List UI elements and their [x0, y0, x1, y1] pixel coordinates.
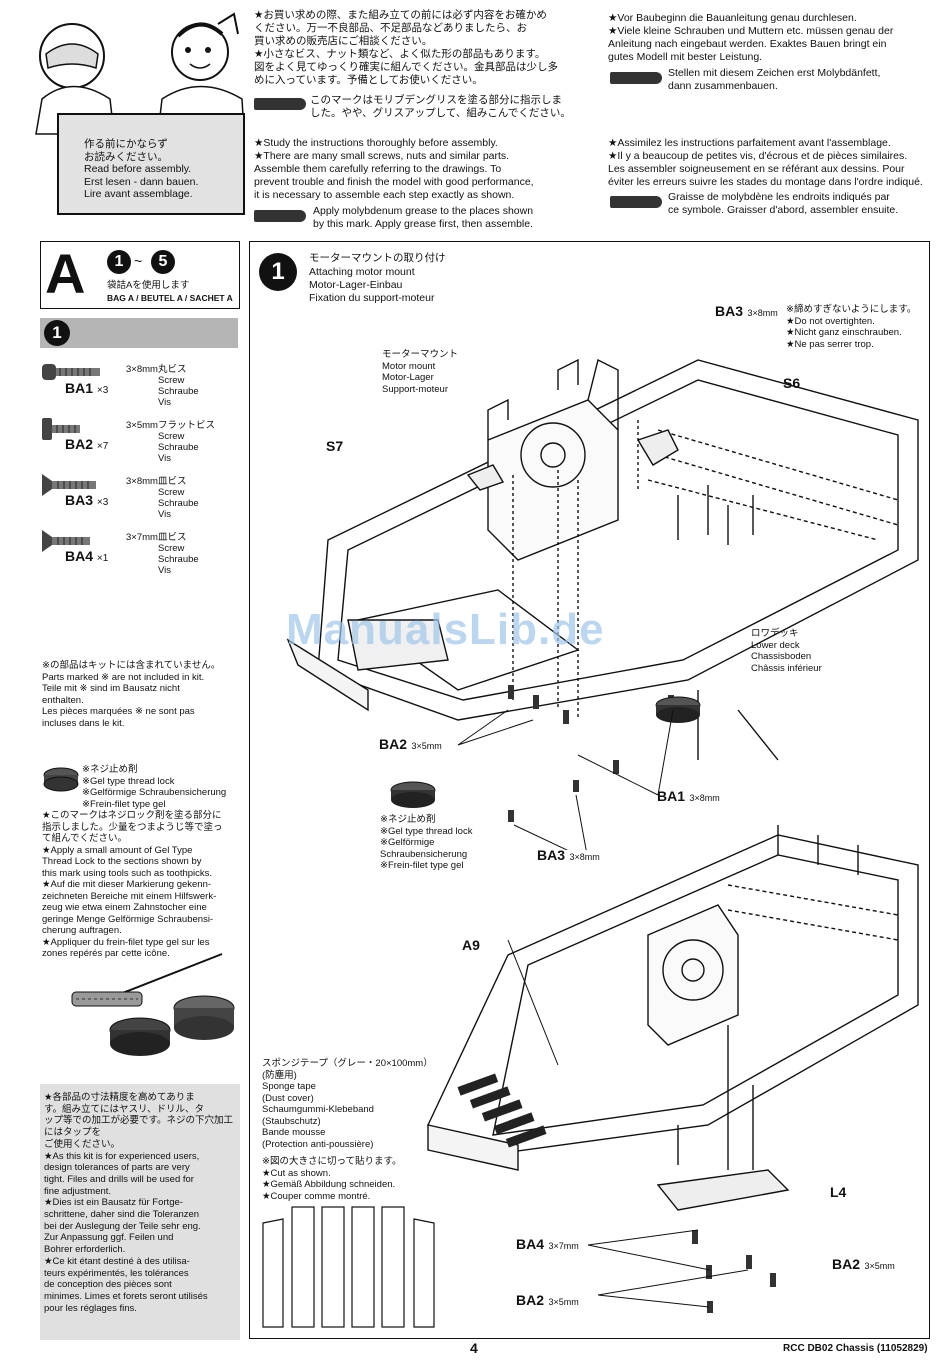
step-header-bar: 1 [40, 318, 238, 348]
screw-code: BA1 [65, 380, 94, 396]
doc-id: RCC DB02 Chassis (11052829) [783, 1343, 928, 1354]
label-ba3-bottom: BA3 3×8mm [537, 847, 600, 863]
label-a9: A9 [462, 937, 480, 953]
screw-jp: 3×5mmフラットビス [126, 420, 215, 431]
label-l4: L4 [830, 1184, 847, 1200]
no-overtighten-note: ※締めすぎないようにします。 ★Do not overtighten. ★Nic… [786, 304, 917, 350]
label-ba3-top: BA3 3×8mm [715, 303, 778, 319]
label-s6: S6 [783, 375, 801, 391]
screw-code: BA2 [65, 436, 94, 452]
threadlock-tube-icon [43, 767, 79, 792]
screw-qty: ×3 [96, 497, 109, 508]
page-number: 4 [470, 1340, 478, 1356]
screw-en: Screw [158, 375, 185, 386]
screw-fr: Vis [158, 565, 172, 576]
bag-jp-label: 袋詰Aを使用します [107, 280, 190, 291]
mechanics-illustration [35, 12, 245, 215]
screw-fr: Vis [158, 509, 172, 520]
step-title-de: Motor-Lager-Einbau [309, 279, 403, 291]
experienced-note-box [40, 1084, 240, 1340]
en-grease-note: Apply molybdenum grease to the places sh… [313, 205, 534, 230]
screw-en: Screw [158, 543, 185, 554]
label-ba2-left: BA2 3×5mm [379, 736, 442, 752]
sponge-tape-strips [262, 1206, 435, 1328]
bag-multilang-label: BAG A / BEUTEL A / SACHET A [107, 293, 233, 303]
label-s7: S7 [326, 438, 344, 454]
en-intro: ★Study the instructions thoroughly befor… [254, 137, 534, 201]
step-title-fr: Fixation du support-moteur [309, 292, 435, 304]
label-ba1: BA1 3×8mm [657, 788, 720, 804]
motor-mount-assembly-drawing [286, 358, 919, 850]
screw-de: Schraube [158, 554, 199, 565]
sponge-tape-assembly-drawing [427, 825, 919, 1313]
screw-jp: 3×7mm皿ビス [126, 532, 187, 543]
grease-mark-icon [254, 210, 306, 222]
step-to-badge: 5 [151, 250, 175, 274]
threadlock-legend: ※ネジ止め剤 ※Gel type thread lock ※Gelförmige… [82, 764, 227, 810]
de-intro: ★Vor Baubeginn die Bauanleitung genau du… [608, 12, 894, 63]
jp-intro: ★お買い求めの際、また組み立ての前には必ず内容をお確かめ ください。万一不良部品… [254, 9, 558, 86]
step-from-badge: 1 [107, 250, 131, 274]
label-ba2-right: BA2 3×5mm [832, 1256, 895, 1272]
screw-code: BA4 [65, 548, 94, 564]
bag-letter: A [45, 242, 86, 305]
countersunk-screw-icon [42, 530, 90, 552]
grease-mark-icon [610, 72, 662, 84]
jp-grease-note: このマークはモリブデングリスを塗る部分に指示しま した。やや、グリスアップして、… [310, 94, 571, 119]
screw-code: BA3 [65, 492, 94, 508]
step-title-en: Attaching motor mount [309, 266, 415, 278]
not-included-note: ※の部品はキットには含まれていません。 Parts marked ※ are n… [42, 660, 221, 729]
de-grease-note: Stellen mit diesem Zeichen erst Molybdän… [668, 67, 881, 92]
experienced-note: ★各部品の寸法精度を高めてありま す。組み立てにはヤスリ、ドリル、タ ップ等での… [44, 1092, 234, 1314]
step-1-badge: 1 [259, 253, 297, 291]
threadlock-small-note: ※ネジ止め剤 ※Gel type thread lock ※Gelförmige… [380, 814, 473, 871]
label-ba2-bottom: BA2 3×5mm [516, 1292, 579, 1308]
threadlock-instructions: ★このマークはネジロック剤を塗る部分に 指示しました。少量をつまようじ等で塗っ … [42, 810, 223, 959]
countersunk-screw-icon [42, 474, 96, 496]
screw-fr: Vis [158, 453, 172, 464]
cut-as-shown-note: ※図の大きさに切って貼ります。 ★Cut as shown. ★Gemäß Ab… [262, 1156, 402, 1202]
screw-jp: 3×8mm丸ビス [126, 364, 187, 375]
screw-jp: 3×8mm皿ビス [126, 476, 187, 487]
sponge-tape-label: スポンジテープ（グレー・20×100mm） (防塵用) Sponge tape … [262, 1058, 433, 1150]
grease-mark-icon [610, 196, 662, 208]
fr-intro: ★Assimilez les instructions parfaitement… [608, 137, 923, 188]
round-head-screw-icon [42, 364, 100, 380]
screw-en: Screw [158, 487, 185, 498]
screw-de: Schraube [158, 386, 199, 397]
screw-qty: ×7 [96, 441, 109, 452]
lower-deck-label: ロワデッキ Lower deck Chassisboden Châssis in… [751, 628, 822, 674]
grease-mark-icon [254, 98, 306, 110]
motor-mount-label: モーターマウント Motor mount Motor-Lager Support… [382, 349, 459, 395]
step-range-tilde: ~ [134, 253, 143, 269]
screw-qty: ×3 [96, 385, 109, 396]
bag-a-box: A 1 ~ 5 袋詰Aを使用します BAG A / BEUTEL A / SAC… [40, 241, 240, 309]
step-1-panel [249, 241, 930, 1339]
label-ba4: BA4 3×7mm [516, 1236, 579, 1252]
screw-de: Schraube [158, 442, 199, 453]
flat-head-screw-icon [42, 418, 80, 440]
screw-en: Screw [158, 431, 185, 442]
sign-text: 作る前にかならず お読みください。 Read before assembly. … [84, 138, 199, 200]
screw-fr: Vis [158, 397, 172, 408]
threadlock-application-illustration [71, 953, 235, 1056]
watermark: ManualsLib.de [286, 605, 605, 654]
screw-qty: ×1 [96, 553, 109, 564]
step-title-jp: モーターマウントの取り付け [309, 252, 446, 264]
fr-grease-note: Graisse de molybdène les endroits indiqu… [668, 191, 899, 216]
parts-step-number: 1 [44, 320, 70, 346]
screw-de: Schraube [158, 498, 199, 509]
